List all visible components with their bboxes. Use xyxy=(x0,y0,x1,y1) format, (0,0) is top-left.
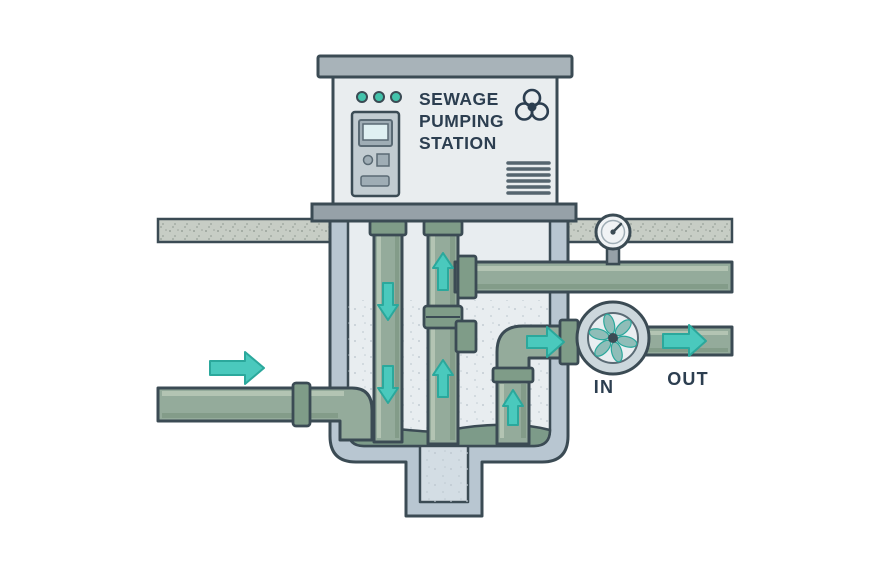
label-in: IN xyxy=(594,377,614,397)
impeller-hub xyxy=(608,333,618,343)
flow-arrow-down-2-icon xyxy=(377,365,399,404)
flow-label-group: IN OUT xyxy=(594,369,709,397)
control-cabinet: SEWAGE PUMPING STATION xyxy=(316,54,574,206)
pipe-shadow xyxy=(459,284,728,289)
biohazard-icon xyxy=(514,88,550,121)
status-led-3 xyxy=(390,91,402,103)
pipe-highlight xyxy=(500,384,504,438)
flow-arrow-down-1-icon xyxy=(377,282,399,321)
ground-left-texture xyxy=(160,221,330,240)
gauge-ring xyxy=(600,219,626,245)
cabinet-lid xyxy=(316,54,574,79)
inlet-pipe xyxy=(156,381,374,442)
pipe-shadow xyxy=(450,222,455,440)
pipe-highlight xyxy=(431,222,435,440)
inlet-pipe-coupling xyxy=(291,381,312,428)
discharge-pipe-upper xyxy=(453,254,734,300)
ground-right-texture xyxy=(568,221,730,240)
suction-collar xyxy=(491,366,535,384)
riser-pipe-collar xyxy=(422,219,464,237)
flow-arrow-up-1-icon xyxy=(432,252,454,291)
panel-screen xyxy=(362,123,389,141)
pipe-shadow xyxy=(162,413,338,418)
station-title: SEWAGE PUMPING STATION xyxy=(419,89,504,153)
flow-arrows xyxy=(209,252,707,426)
flow-arrow-outlet-icon xyxy=(662,324,707,357)
pipe-shadow xyxy=(644,348,728,352)
riser-branch-stub xyxy=(454,319,478,354)
pipe-shadow xyxy=(521,384,526,438)
pressure-gauge-icon xyxy=(594,213,632,266)
pipe-highlight xyxy=(459,266,728,271)
flow-arrow-to-pump-icon xyxy=(526,326,565,358)
station-title-line3: STATION xyxy=(419,133,497,153)
upper-pipe-flange xyxy=(456,254,478,300)
panel-round-button xyxy=(362,154,374,166)
drop-pipe xyxy=(368,215,408,444)
station-title-line1: SEWAGE xyxy=(419,89,499,109)
ground-right xyxy=(564,217,734,244)
drop-pipe-collar xyxy=(368,219,408,237)
label-out: OUT xyxy=(667,369,709,389)
pipe-highlight xyxy=(377,222,381,438)
gauge-hub xyxy=(610,229,616,235)
pump-impeller-icon xyxy=(588,313,638,363)
vent-grille xyxy=(506,161,551,195)
flow-arrow-suction-up-icon xyxy=(502,389,524,426)
status-led-1 xyxy=(356,91,368,103)
ground-slab xyxy=(310,202,578,223)
status-led-2 xyxy=(373,91,385,103)
status-leds xyxy=(356,91,402,103)
control-panel xyxy=(350,110,401,198)
flow-arrow-up-2-icon xyxy=(432,359,454,398)
panel-slot xyxy=(360,175,390,187)
station-title-line2: PUMPING xyxy=(419,111,504,131)
pipe-highlight xyxy=(162,391,344,396)
panel-square-button xyxy=(376,153,390,167)
pipe-shadow xyxy=(395,222,399,438)
flow-arrow-inlet-icon xyxy=(209,351,265,385)
ground-left xyxy=(156,217,334,244)
